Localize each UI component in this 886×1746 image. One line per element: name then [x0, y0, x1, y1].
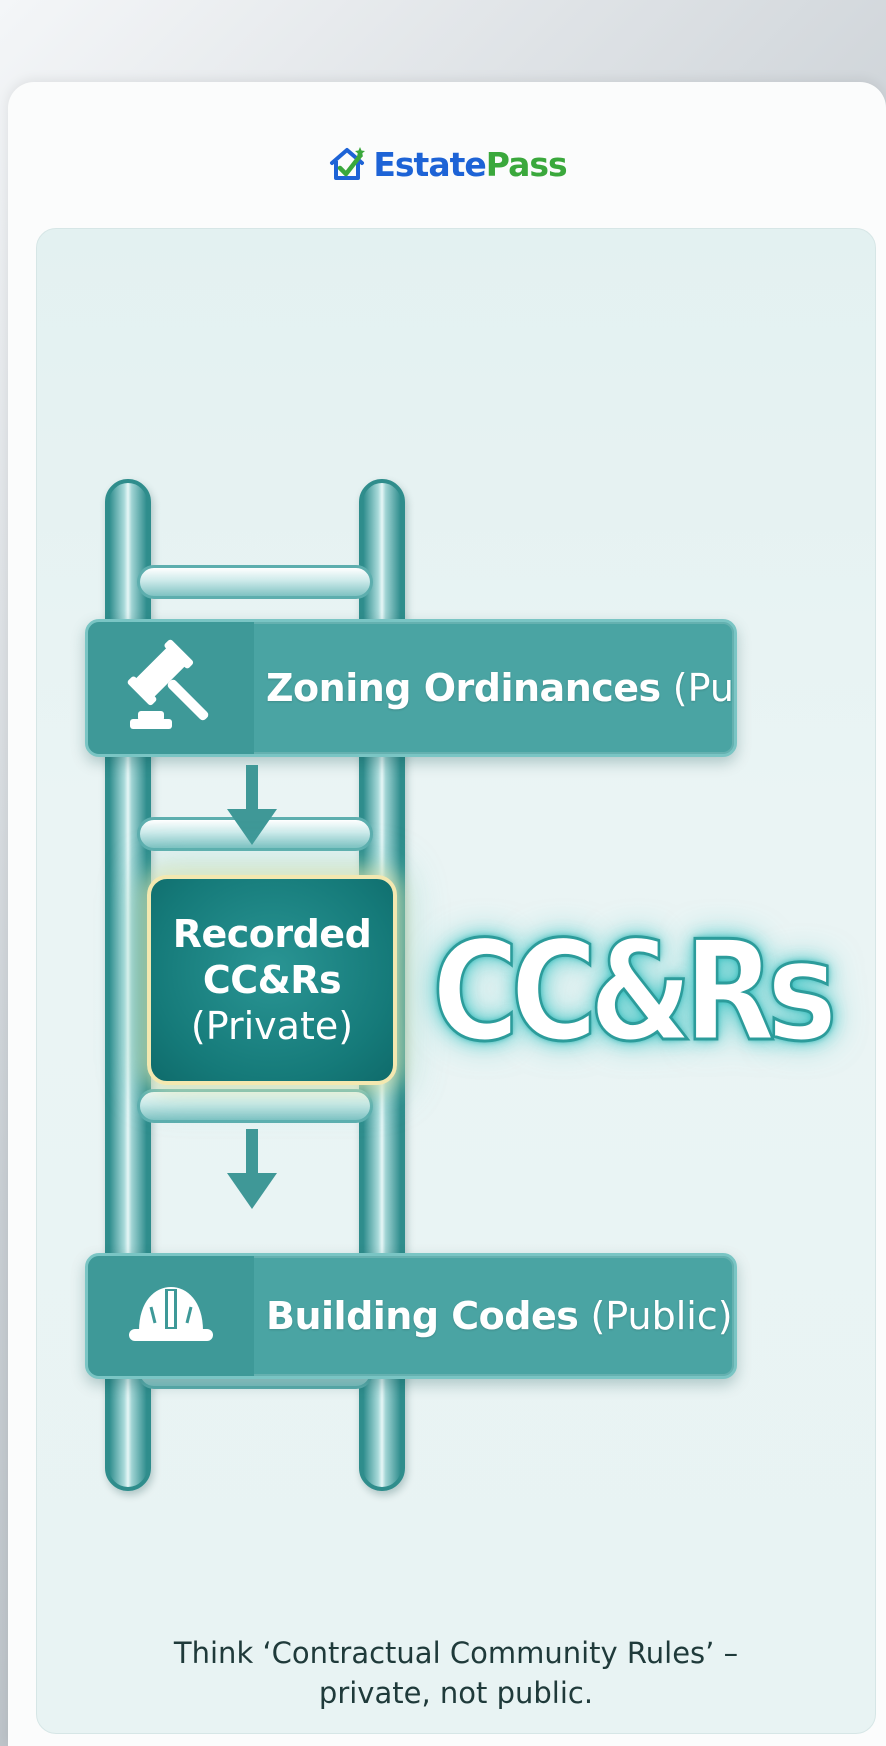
recorded-ccrs-box: Recorded CC&Rs (Private)	[147, 875, 397, 1085]
zoning-ordinances-band: Zoning Ordinances (Public)	[85, 619, 737, 757]
building-codes-label: Building Codes (Public)	[254, 1294, 733, 1338]
brand-name-estate: Estate	[373, 144, 486, 184]
zoning-ordinances-label: Zoning Ordinances (Public)	[254, 666, 734, 710]
building-codes-band: Building Codes (Public)	[85, 1253, 737, 1379]
band-icon-cell	[88, 1256, 254, 1376]
caption-line2: private, not public.	[318, 1676, 594, 1710]
gavel-icon	[127, 639, 209, 729]
brand-name: EstatePass	[373, 144, 568, 184]
ladder-rung	[137, 1089, 373, 1123]
content-card: EstatePass	[8, 82, 886, 1746]
recorded-ccrs-line2: CC&Rs	[202, 958, 342, 1002]
band-icon-cell	[88, 622, 254, 754]
caption-line1: Think ‘Contractual Community Rules’ –	[173, 1636, 739, 1670]
diagram-panel: Zoning Ordinances (Public) Recorded CC&R…	[36, 228, 876, 1734]
house-checkmark-icon	[330, 147, 366, 180]
zoning-ordinances-qualifier: (Public)	[672, 666, 734, 710]
recorded-ccrs-line1: Recorded	[172, 912, 372, 956]
down-arrow-icon	[227, 1129, 277, 1209]
down-arrow-icon	[227, 765, 277, 845]
caption: Think ‘Contractual Community Rules’ – pr…	[77, 1633, 835, 1713]
ladder-rung	[137, 565, 373, 599]
zoning-ordinances-title: Zoning Ordinances	[266, 666, 661, 710]
brand-name-pass: Pass	[485, 144, 568, 184]
building-codes-qualifier: (Public)	[590, 1294, 733, 1338]
brand-logo: EstatePass	[8, 142, 886, 186]
building-codes-title: Building Codes	[266, 1294, 579, 1338]
hard-hat-icon	[129, 1287, 213, 1341]
ccrs-highlight-text: CC&Rs	[431, 910, 839, 1074]
recorded-ccrs-line3: (Private)	[190, 1004, 354, 1048]
